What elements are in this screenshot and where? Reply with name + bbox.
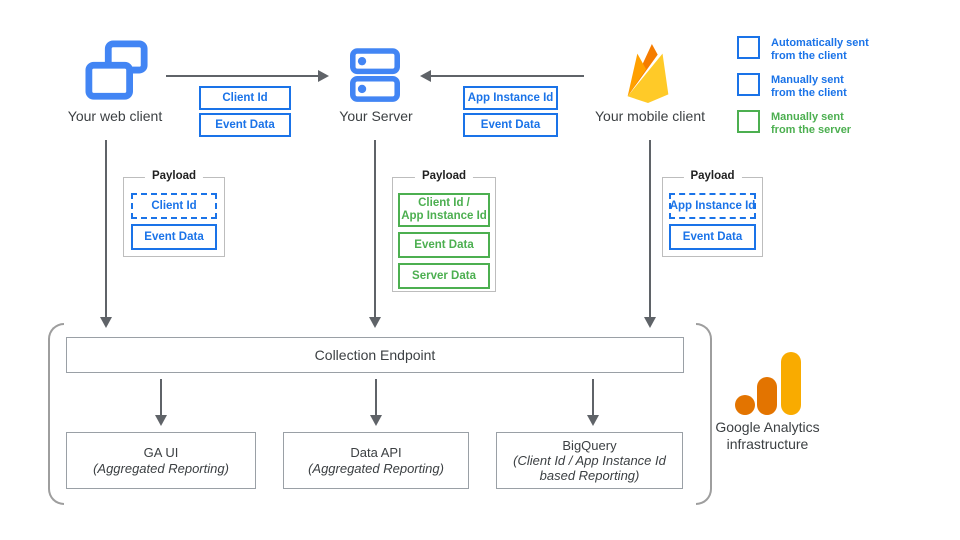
arrow-mobile-to-server-head [420, 70, 431, 82]
payload-title: Payload [683, 170, 742, 182]
arrow-mobile-down-line [649, 140, 651, 317]
legend-swatch-dashed-blue [737, 36, 760, 59]
legend-swatch-solid-blue [737, 73, 760, 96]
arrow-endpoint-dataapi-line [375, 379, 377, 415]
arrow-endpoint-dataapi-head [370, 415, 382, 426]
mobile-flow-params: App Instance Id Event Data [463, 86, 558, 137]
infra-bracket-right [696, 323, 712, 505]
browser-windows-icon [85, 40, 148, 100]
arrow-web-down-line [105, 140, 107, 317]
payload-title: Payload [144, 170, 204, 182]
server-label: Your Server [339, 108, 413, 124]
param-chip-event-data: Event Data [463, 113, 558, 137]
payload-chip-app-instance-id: App Instance Id [669, 193, 756, 219]
data-api-box: Data API (Aggregated Reporting) [283, 432, 469, 489]
payload-mobile: Payload App Instance Id Event Data [662, 170, 763, 257]
arrow-web-to-server-head [318, 70, 329, 82]
bigquery-box: BigQuery (Client Id / App Instance Id ba… [496, 432, 683, 489]
payload-server: Payload Client Id / App Instance Id Even… [392, 170, 496, 292]
firebase-flame-icon [627, 43, 669, 104]
legend-swatch-solid-green [737, 110, 760, 133]
payload-web: Payload Client Id Event Data [123, 170, 225, 257]
web-client-label: Your web client [67, 108, 163, 124]
payload-chip-event-data: Event Data [131, 224, 217, 250]
arrow-endpoint-bigquery-line [592, 379, 594, 415]
payload-chip-event-data: Event Data [669, 224, 756, 250]
param-chip-event-data: Event Data [199, 113, 291, 137]
payload-chip-client-or-app-id: Client Id / App Instance Id [398, 193, 490, 227]
param-chip-client-id: Client Id [199, 86, 291, 110]
arrow-web-down-head [100, 317, 112, 328]
infra-caption: Google Analytics infrastructure [715, 419, 820, 452]
arrow-mobile-to-server-line [431, 75, 584, 77]
payload-chip-server-data: Server Data [398, 263, 490, 289]
payload-chip-client-id: Client Id [131, 193, 217, 219]
arrow-server-down-line [374, 140, 376, 317]
mobile-client-label: Your mobile client [595, 108, 705, 124]
google-analytics-logo-icon [735, 352, 801, 415]
web-flow-params: Client Id Event Data [199, 86, 291, 137]
arrow-endpoint-gaui-head [155, 415, 167, 426]
payload-title: Payload [414, 170, 474, 182]
param-chip-app-instance-id: App Instance Id [463, 86, 558, 110]
arrow-web-to-server-line [166, 75, 318, 77]
arrow-mobile-down-head [644, 317, 656, 328]
arrow-server-down-head [369, 317, 381, 328]
infra-bracket-left [48, 323, 64, 505]
collection-endpoint-box: Collection Endpoint [66, 337, 684, 373]
ga-ui-box: GA UI (Aggregated Reporting) [66, 432, 256, 489]
arrow-endpoint-gaui-line [160, 379, 162, 415]
payload-chip-event-data: Event Data [398, 232, 490, 258]
server-stack-icon [350, 48, 400, 102]
arrow-endpoint-bigquery-head [587, 415, 599, 426]
